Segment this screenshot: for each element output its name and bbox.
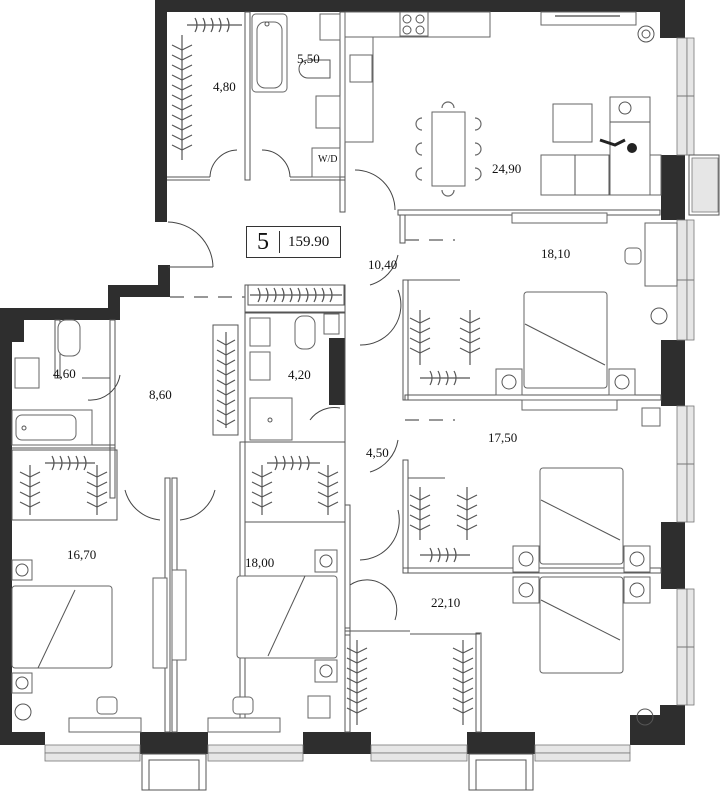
windows-right bbox=[676, 37, 720, 706]
thresholds bbox=[170, 239, 455, 421]
room-area-bedroom-west: 16,70 bbox=[67, 547, 97, 562]
wardrobe-hangers bbox=[19, 17, 481, 725]
apartment-badge: 5 159.90 bbox=[246, 226, 341, 258]
doors bbox=[87, 149, 402, 621]
room-area-hallway-center: 4,50 bbox=[366, 445, 389, 460]
bathroom-fixtures bbox=[11, 13, 373, 446]
exterior-walls bbox=[0, 0, 685, 754]
room-area-bathroom-west: 4,60 bbox=[53, 366, 76, 381]
room-area-walk-in-closet-top: 4,80 bbox=[213, 79, 236, 94]
badge-divider bbox=[279, 231, 280, 253]
room-area-bedroom-center: 18,00 bbox=[245, 555, 275, 570]
room-area-living-kitchen: 24,90 bbox=[492, 161, 522, 176]
room-area-bedroom-east-1: 18,10 bbox=[541, 246, 571, 261]
kitchen-living-furniture bbox=[344, 11, 662, 197]
bedroom-furniture bbox=[11, 212, 678, 733]
washer-dryer-label: W/D bbox=[318, 154, 338, 165]
windows-bottom bbox=[44, 744, 631, 791]
room-area-bathroom-top: 5,50 bbox=[297, 51, 320, 66]
room-area-bedroom-east-2: 17,50 bbox=[488, 430, 518, 445]
room-area-bathroom-center: 4,20 bbox=[288, 367, 311, 382]
apartment-number: 5 bbox=[257, 228, 269, 255]
room-area-master-bedroom: 22,10 bbox=[431, 595, 461, 610]
room-area-hallway-top: 10,40 bbox=[368, 257, 398, 272]
apartment-total-area: 159.90 bbox=[288, 233, 330, 250]
room-area-hallway-west: 8,60 bbox=[149, 387, 172, 402]
